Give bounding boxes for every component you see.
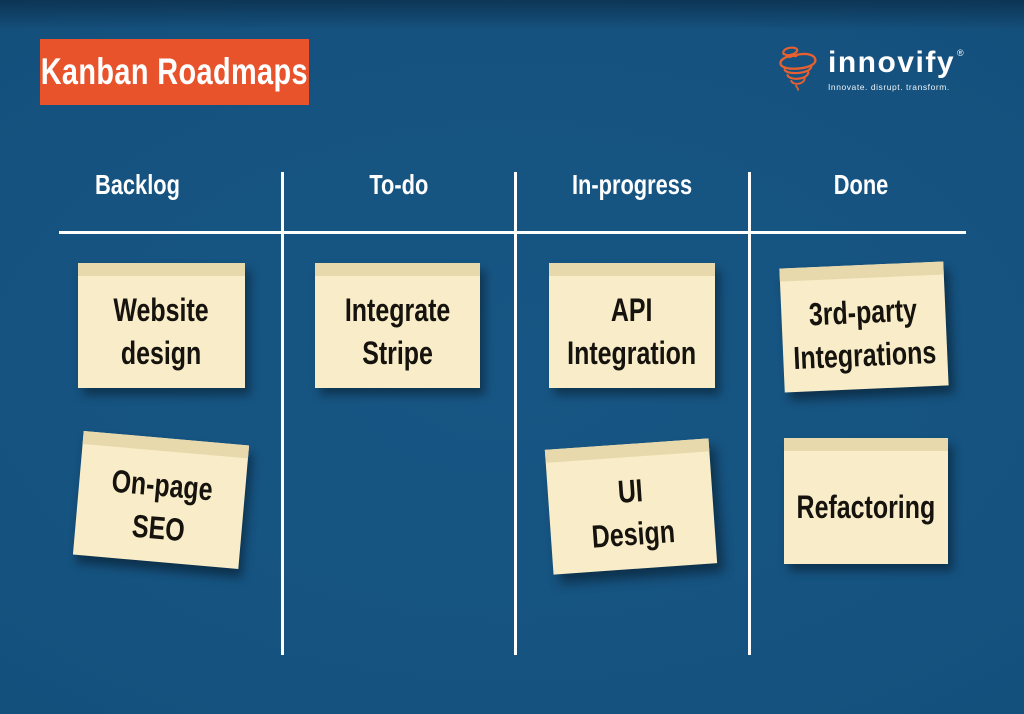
column-header-done: Done: [833, 169, 889, 200]
column-header-inprogress: In-progress: [571, 169, 693, 200]
logo-text: innovify® Innovate. disrupt. transform.: [828, 44, 964, 93]
note-text: API Integration: [567, 292, 697, 371]
card-integrate-stripe[interactable]: Integrate Stripe: [315, 263, 480, 388]
page-title: Kanban Roadmaps: [40, 51, 309, 92]
column-header-todo: To-do: [369, 169, 429, 200]
note-fold-strip: [549, 263, 715, 276]
registered-mark: ®: [957, 48, 964, 58]
note-fold-strip: [784, 438, 948, 451]
note-text: Refactoring: [796, 489, 936, 525]
card-website-design[interactable]: Website design: [78, 263, 245, 388]
card-3rd-party-integrations[interactable]: 3rd-party Integrations: [779, 261, 949, 393]
note-text: Website design: [113, 292, 210, 371]
card-api-integration[interactable]: API Integration: [549, 263, 715, 388]
note-fold-strip: [78, 263, 245, 276]
brand-logo: innovify® Innovate. disrupt. transform.: [776, 44, 964, 92]
tornado-icon: [779, 46, 817, 91]
column-divider-line-3: [748, 172, 751, 655]
title-banner: Kanban Roadmaps: [40, 39, 309, 105]
column-header-backlog: Backlog: [94, 169, 180, 200]
note-fold-strip: [315, 263, 480, 276]
card-on-page-seo[interactable]: On-page SEO: [72, 431, 250, 569]
card-ui-design[interactable]: UI Design: [544, 438, 718, 575]
header-divider-line: [59, 231, 966, 234]
note-text: On-page SEO: [110, 462, 215, 548]
note-text: UI Design: [590, 472, 676, 555]
brand-tagline: Innovate. disrupt. transform.: [828, 82, 950, 92]
note-text: 3rd-party Integrations: [793, 291, 938, 376]
brand-name: innovify: [828, 46, 956, 79]
note-text: Integrate Stripe: [344, 292, 451, 371]
column-divider-line-2: [514, 172, 517, 655]
brand-line: innovify®: [828, 48, 964, 78]
column-divider-line-1: [281, 172, 284, 655]
card-refactoring[interactable]: Refactoring: [784, 438, 948, 564]
